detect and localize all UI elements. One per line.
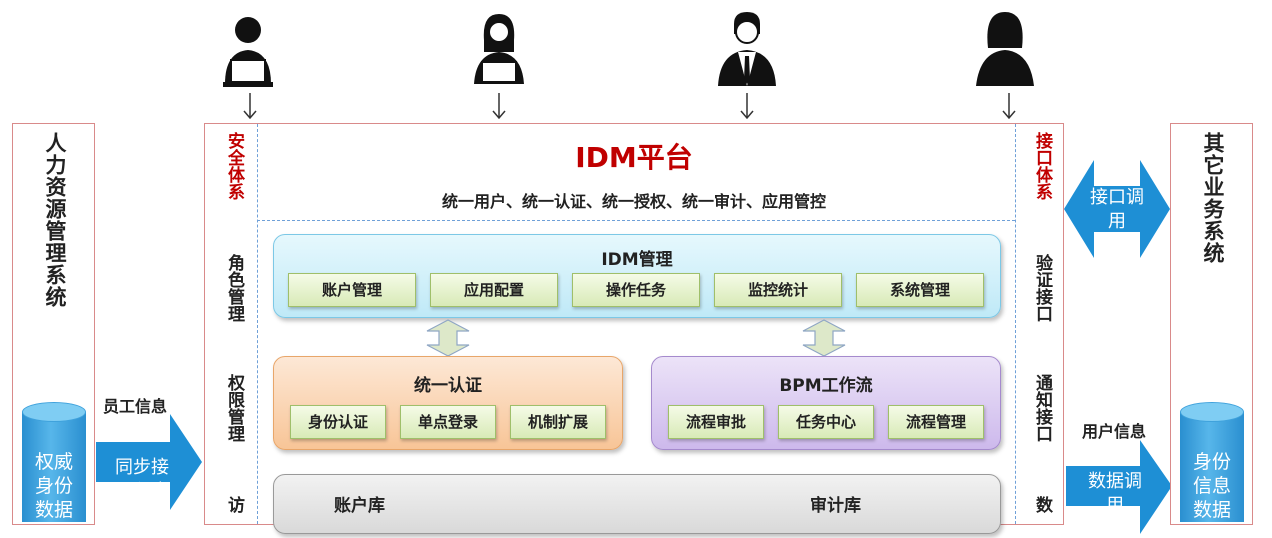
idm-platform: IDM平台 统一用户、统一认证、统一授权、统一审计、应用管控 安全体系 角色管理… [204,123,1064,534]
mechanism-extension-module: 机制扩展 [510,405,606,439]
employee-info-label: 员工信息 [103,397,168,416]
storage-box: 账户库 审计库 [273,474,1001,534]
sync-program-label: 同步接口程序 [115,457,169,502]
account-management-module: 账户管理 [288,273,416,307]
identity-info-db: 身份信息数据 [1180,402,1244,522]
verification-interface-label: 验证接口 [1032,254,1052,322]
user-woman-icon [474,14,524,84]
process-approval-module: 流程审批 [668,405,764,439]
role-management-label: 角色管理 [224,254,244,322]
interface-call-arrow-icon [1064,160,1170,258]
divider [257,124,258,524]
interface-system-title: 接口体系 [1032,132,1052,200]
db-cylinder-top [1180,402,1244,422]
authority-identity-db: 权威身份数据 [22,402,86,522]
monitoring-stats-module: 监控统计 [714,273,842,307]
unified-auth-box: 统一认证 身份认证 单点登录 机制扩展 [273,356,623,450]
identity-auth-module: 身份认证 [290,405,386,439]
user-laptop-icon [223,17,273,87]
system-management-module: 系统管理 [856,273,984,307]
authority-identity-db-label: 权威身份数据 [34,451,73,521]
down-arrow-icon [243,93,257,119]
sso-module: 单点登录 [400,405,496,439]
permission-management-label: 权限管理 [224,374,244,442]
user-info-label: 用户信息 [1082,422,1147,441]
user-man-tie-icon [718,12,776,86]
identity-info-db-label: 身份信息数据 [1192,451,1231,521]
down-arrow-icon [740,93,754,119]
bpm-workflow-box: BPM工作流 流程审批 任务中心 流程管理 [651,356,1001,450]
hr-system-title: 人力资源管理系统 [43,132,67,308]
bidirectional-arrow-icon [802,319,846,357]
data-call-label: 数据调用 [1088,471,1142,516]
sync-arrow-icon [96,414,202,510]
user-woman-silhouette-icon [976,12,1034,86]
unified-auth-title: 统一认证 [414,376,482,396]
down-arrow-icon [1002,93,1016,119]
divider [1015,124,1016,524]
operation-task-module: 操作任务 [572,273,700,307]
access-label: 访 [224,496,244,513]
audit-db-label: 审计库 [810,496,861,516]
data-interface-label: 数 [1032,496,1052,513]
idm-management-box: IDM管理 账户管理 应用配置 操作任务 监控统计 系统管理 [273,234,1001,318]
process-management-module: 流程管理 [888,405,984,439]
divider [257,220,1015,221]
bidirectional-arrow-icon [426,319,470,357]
idm-management-title: IDM管理 [601,250,673,270]
account-db-label: 账户库 [334,496,385,516]
app-config-module: 应用配置 [430,273,558,307]
other-systems-title: 其它业务系统 [1201,132,1225,264]
interface-call-label: 接口调用 [1090,187,1144,232]
bpm-workflow-title: BPM工作流 [779,376,873,396]
platform-title: IDM平台 [575,141,693,174]
task-center-module: 任务中心 [778,405,874,439]
platform-subtitle: 统一用户、统一认证、统一授权、统一审计、应用管控 [441,192,826,211]
security-system-title: 安全体系 [224,132,244,200]
db-cylinder-top [22,402,86,422]
down-arrow-icon [492,93,506,119]
notification-interface-label: 通知接口 [1032,374,1052,442]
